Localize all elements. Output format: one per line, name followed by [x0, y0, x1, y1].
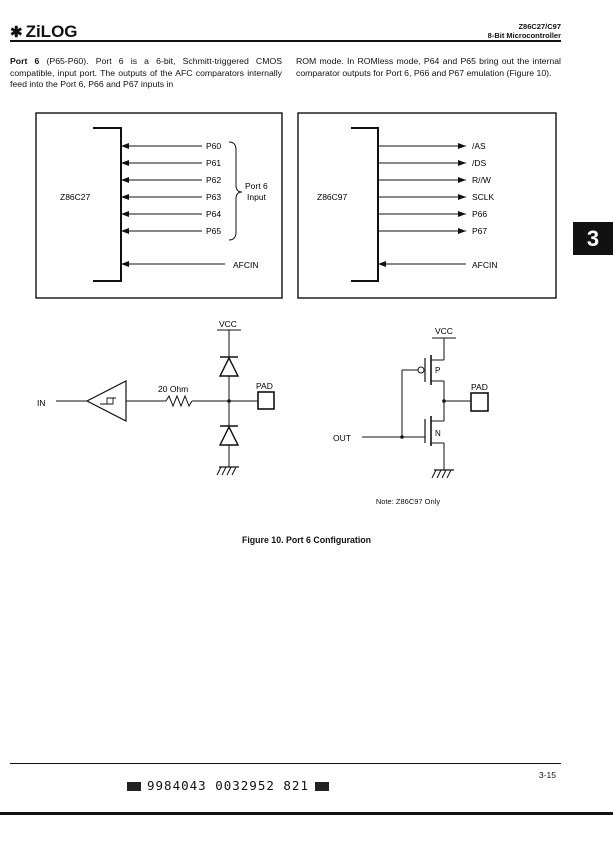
pad-right-icon: [470, 392, 489, 412]
pin-label: P66: [472, 209, 487, 219]
pin-label: P60: [206, 141, 221, 151]
logo-text: ZiLOG: [25, 22, 78, 41]
pin-label: P61: [206, 158, 221, 168]
left-paragraph: (P65-P60). Port 6 is a 6-bit, Schmitt-tr…: [10, 56, 282, 89]
junction-dot: [400, 435, 404, 439]
n-label: N: [435, 429, 441, 438]
figure-10-diagram: Z86C27 P60 P61 P62 P63 P64 P65 Port 6 In…: [35, 112, 557, 479]
right-column-text: ROM mode. In ROMless mode, P64 and P65 b…: [296, 56, 561, 79]
bottom-rule: [0, 812, 613, 815]
resistor-20ohm-icon: [165, 394, 193, 408]
port6-brace: [228, 141, 243, 241]
z86c97-chip-bracket: [351, 127, 379, 282]
pin-label: P67: [472, 226, 487, 236]
vcc-label-left: VCC: [219, 319, 237, 329]
pin-label: P62: [206, 175, 221, 185]
pad-left-icon: [257, 391, 275, 410]
ground-hatch-right: [431, 469, 452, 479]
z86c27-block-diagram: Z86C27 P60 P61 P62 P63 P64 P65 Port 6 In…: [35, 112, 283, 299]
zilog-mark-icon: ✱: [10, 24, 23, 41]
p-label: P: [435, 366, 440, 375]
cmos-output-schematic: VCC P PAD N OUT: [333, 326, 489, 479]
pin-label: P65: [206, 226, 221, 236]
left-column-text: Port 6 (P65-P60). Port 6 is a 6-bit, Sch…: [10, 56, 282, 91]
zilog-logo: ✱ZiLOG: [10, 22, 78, 42]
z86c97-block-diagram: Z86C97 /AS /DS R//W SCLK P66 P67 AFCIN: [297, 112, 557, 299]
resistor-label: 20 Ohm: [158, 384, 188, 394]
brace-label-input: Input: [247, 192, 267, 202]
in-label: IN: [37, 398, 46, 408]
brace-label-port6: Port 6: [245, 181, 268, 191]
right-paragraph: ROM mode. In ROMless mode, P64 and P65 b…: [296, 56, 561, 78]
out-label: OUT: [333, 433, 351, 443]
pin-label: /AS: [472, 141, 486, 151]
left-pin-arrows: [121, 143, 225, 267]
header-rule: [10, 40, 561, 42]
right-frame: [297, 112, 557, 299]
pad-label-right: PAD: [471, 382, 488, 392]
figure-note: Note: Z86C97 Only: [375, 497, 441, 506]
schmitt-buffer-icon: [85, 380, 127, 422]
page-number: 3-15: [538, 770, 556, 780]
barcode-end-mark-icon: [315, 782, 329, 791]
barcode-line: 9984043 0032952 821: [121, 778, 335, 793]
z86c97-label: Z86C97: [317, 192, 348, 202]
diode-top-icon: [218, 356, 240, 377]
z86c27-chip-bracket: [93, 127, 122, 282]
diode-bottom-icon: [218, 425, 240, 446]
vcc-label-right: VCC: [435, 326, 453, 336]
pad-label-left: PAD: [256, 381, 273, 391]
device-title: 8-Bit Microcontroller: [487, 31, 561, 40]
pin-label: /DS: [472, 158, 487, 168]
part-number: Z86C27/C97: [518, 22, 561, 31]
port6-heading: Port 6: [10, 56, 40, 66]
footer-rule: [10, 763, 561, 764]
pin-label: R//W: [472, 175, 491, 185]
ground-hatch-left: [216, 466, 237, 476]
input-protection-schematic: VCC PAD 20 Ohm IN: [37, 319, 275, 476]
afcin-label-right: AFCIN: [472, 260, 498, 270]
left-frame: [35, 112, 283, 299]
barcode-digits: 9984043 0032952 821: [147, 778, 309, 793]
section-tab: 3: [573, 222, 613, 255]
barcode-start-mark-icon: [127, 782, 141, 791]
afcin-label-left: AFCIN: [233, 260, 259, 270]
pmos-bubble-icon: [417, 366, 425, 374]
right-pin-arrows: [378, 143, 466, 267]
figure-caption: Figure 10. Port 6 Configuration: [241, 535, 372, 545]
hysteresis-icon: [100, 397, 116, 405]
z86c27-label: Z86C27: [60, 192, 91, 202]
running-header: Z86C27/C97 8-Bit Microcontroller: [488, 22, 561, 40]
pin-label: P64: [206, 209, 221, 219]
pin-label: SCLK: [472, 192, 495, 202]
pin-label: P63: [206, 192, 221, 202]
